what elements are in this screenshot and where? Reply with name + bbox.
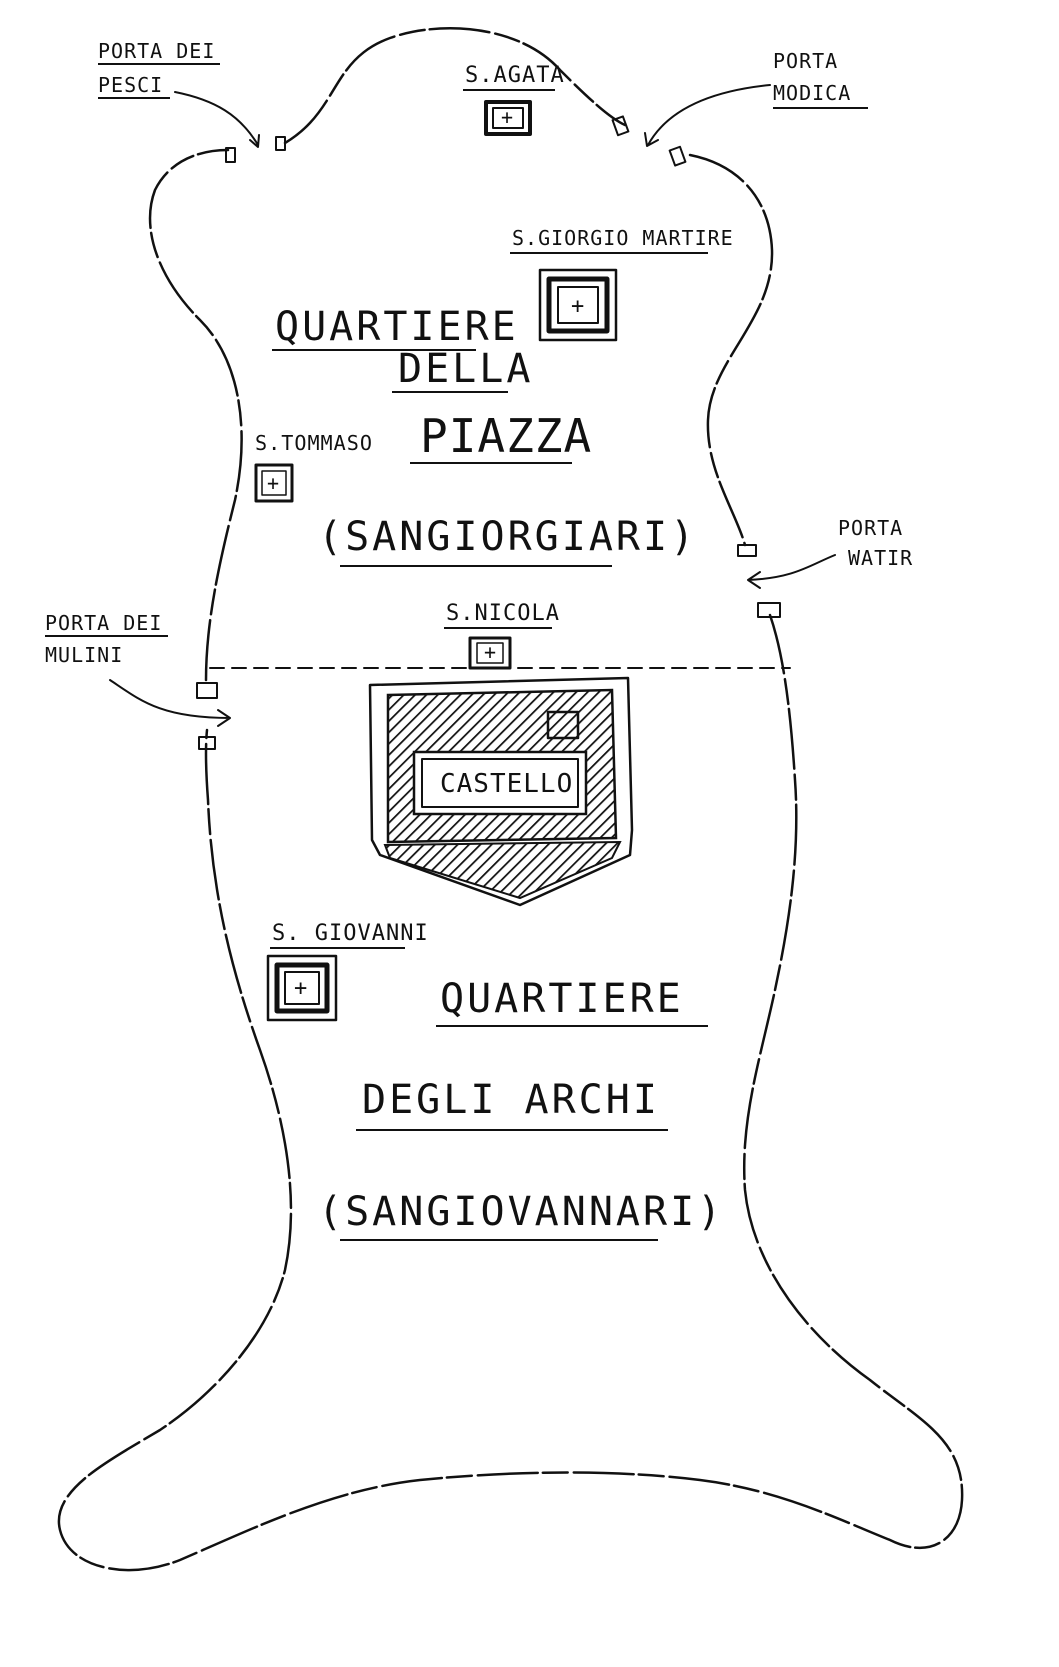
quarter-piazza-line4: (SANGIORGIARI) [318,514,697,560]
church-agata: S.AGATA + [463,63,565,136]
quarter-piazza: QUARTIERE DELLA PIAZZA (SANGIORGIARI) [272,304,697,567]
gate-mulini: PORTA DEI MULINI [45,611,231,750]
gate-pesci-label-line2: PESCI [98,73,163,97]
gate-watir-label-line1: PORTA [838,516,903,540]
quarter-archi: QUARTIERE DEGLI ARCHI (SANGIOVANNARI) [318,976,724,1241]
gate-modica: PORTA MODICA [611,49,868,167]
arrow-icon [747,554,836,589]
church-giovanni: S. GIOVANNI + [266,921,429,1022]
gate-watir: PORTA WATIR [737,516,913,618]
gate-modica-label-line2: MODICA [773,81,851,105]
church-nicola: S.NICOLA + [444,601,560,670]
cross-icon: + [571,294,585,319]
church-giorgio-label: S.GIORGIO MARTIRE [512,226,734,250]
cross-icon: + [501,105,514,129]
gate-watir-label-line2: WATIR [848,546,913,570]
church-tommaso: S.TOMMASO + [254,431,373,503]
gate-pesci-label-line1: PORTA DEI [98,39,215,63]
city-wall-outline [57,27,964,1572]
church-agata-label: S.AGATA [465,63,565,88]
quarter-piazza-line2: DELLA [398,346,533,392]
arrow-icon [174,91,260,148]
cross-icon: + [294,976,308,1001]
quarter-archi-line1: QUARTIERE [440,976,684,1022]
church-giovanni-label: S. GIOVANNI [272,921,429,946]
cross-icon: + [267,471,280,495]
gate-modica-label-line1: PORTA [773,49,838,73]
quarter-piazza-line3: PIAZZA [420,409,592,463]
arrow-icon [109,679,231,727]
quarter-archi-line3: (SANGIOVANNARI) [318,1189,724,1235]
church-nicola-label: S.NICOLA [446,601,560,626]
gate-mulini-label-line1: PORTA DEI [45,611,162,635]
quarter-piazza-line1: QUARTIERE [275,304,519,350]
church-giorgio: S.GIORGIO MARTIRE + [510,226,734,342]
cross-icon: + [484,640,497,664]
gate-mulini-label-line2: MULINI [45,643,123,667]
quarter-archi-line2: DEGLI ARCHI [362,1077,660,1123]
castle-label: CASTELLO [440,769,573,799]
church-tommaso-label: S.TOMMASO [255,431,373,455]
castle: CASTELLO [368,676,634,907]
arrow-icon [644,84,771,147]
gate-pesci: PORTA DEI PESCI [98,39,286,163]
